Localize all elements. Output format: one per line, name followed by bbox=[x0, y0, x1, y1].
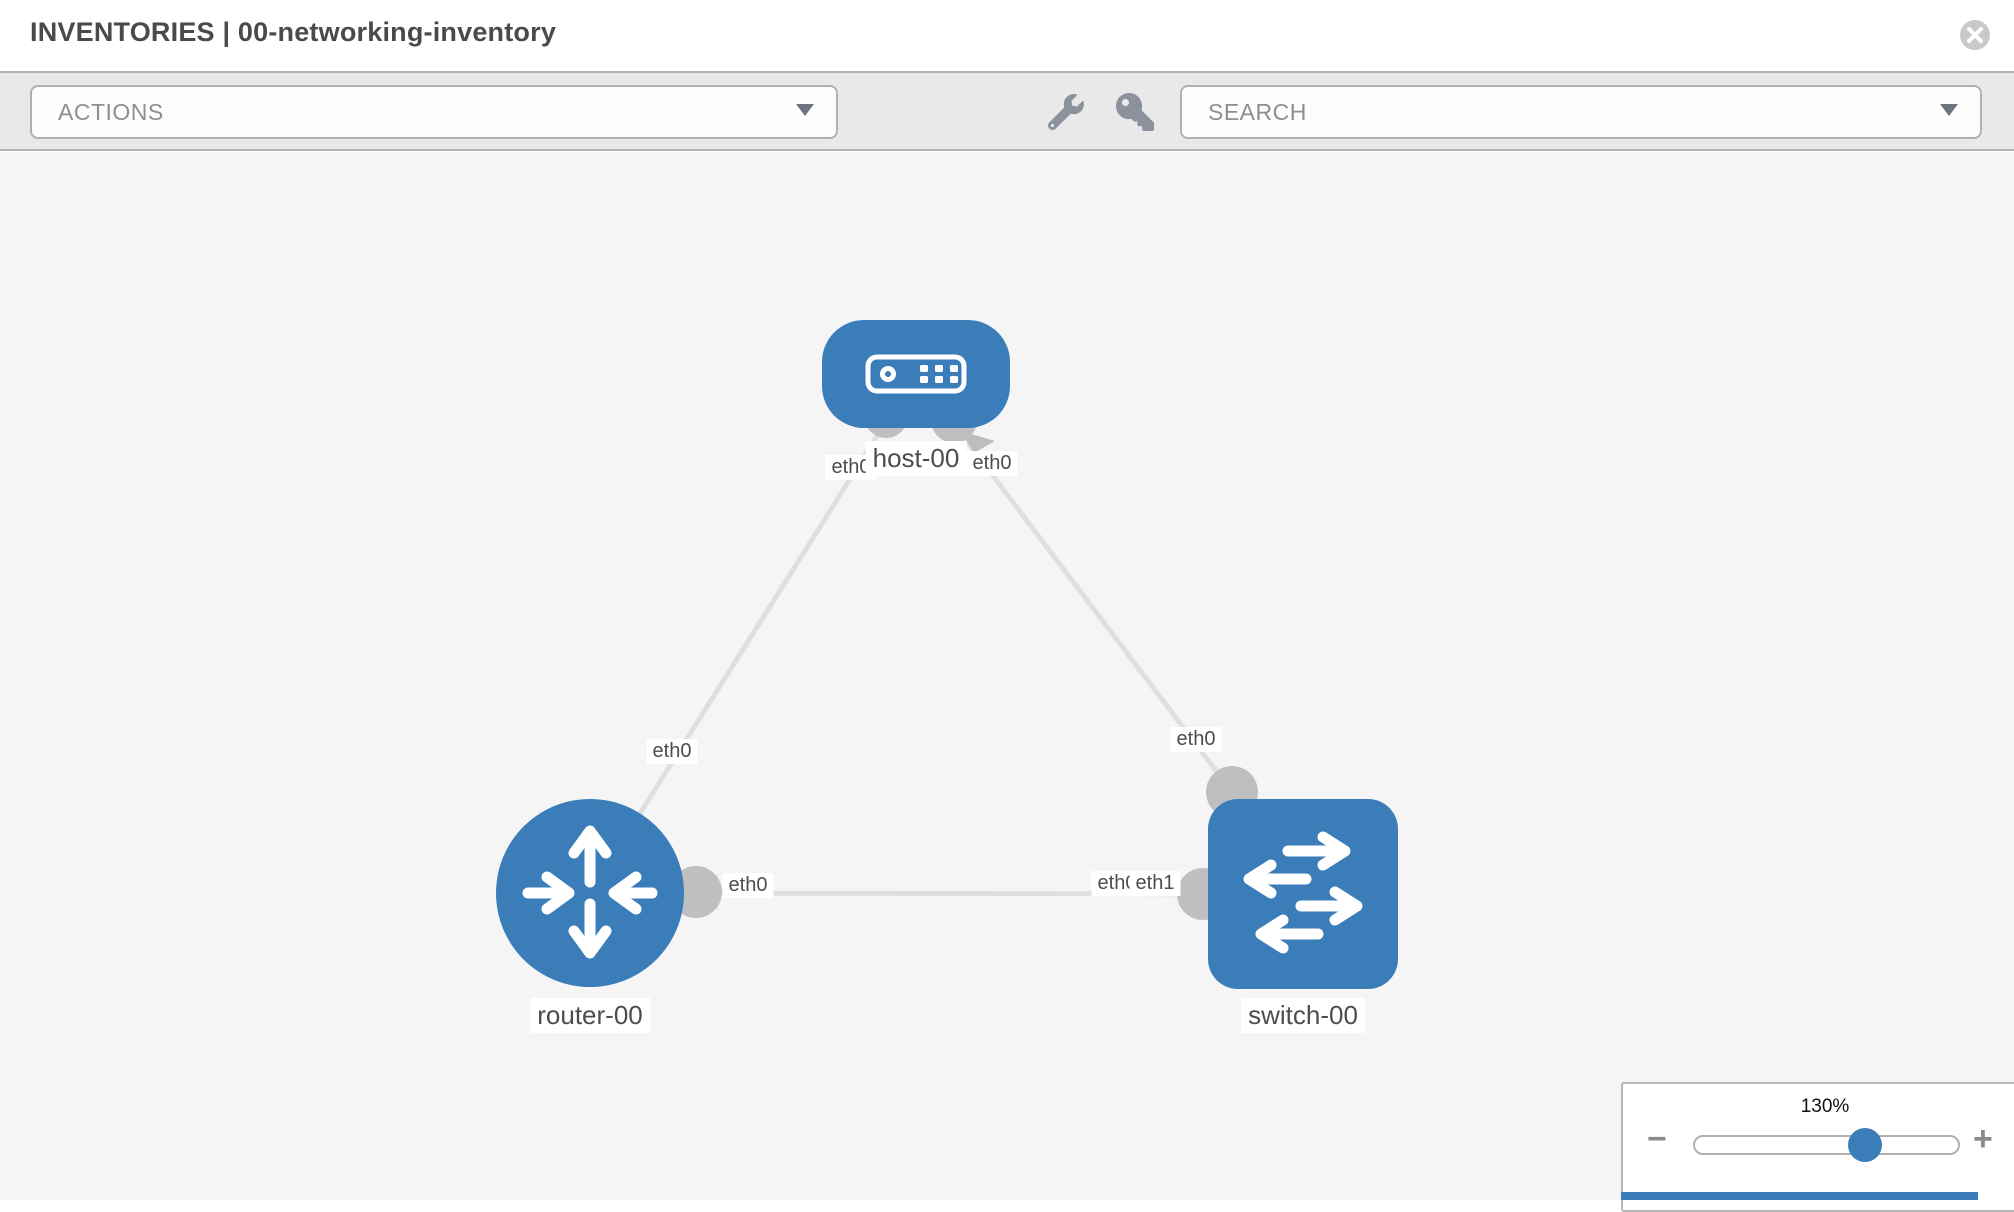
interface-label: eth0 bbox=[722, 873, 774, 898]
chevron-down-icon bbox=[796, 104, 814, 116]
close-icon bbox=[1967, 27, 1983, 43]
interface-label: eth0 bbox=[1170, 727, 1222, 752]
actions-dropdown[interactable]: ACTIONS bbox=[30, 85, 838, 139]
bottom-accent-bar bbox=[1621, 1192, 1978, 1200]
zoom-slider-handle[interactable] bbox=[1848, 1128, 1882, 1162]
node-host[interactable] bbox=[822, 320, 1010, 428]
zoom-slider-track[interactable] bbox=[1693, 1135, 1960, 1155]
tools-button[interactable] bbox=[1039, 85, 1093, 139]
zoom-panel: 130% − + bbox=[1621, 1082, 2014, 1212]
search-dropdown-label: SEARCH bbox=[1208, 99, 1307, 125]
node-switch[interactable] bbox=[1208, 799, 1398, 989]
actions-dropdown-label: ACTIONS bbox=[58, 99, 164, 125]
interface-label: eth0 bbox=[966, 451, 1018, 476]
close-button[interactable] bbox=[1960, 20, 1990, 50]
zoom-level-value: 130% bbox=[1800, 1096, 1850, 1117]
host-icon bbox=[865, 354, 967, 394]
router-icon bbox=[522, 825, 658, 959]
link-arrowhead bbox=[961, 431, 995, 453]
zoom-in-button[interactable]: + bbox=[1973, 1120, 1993, 1158]
topology-canvas[interactable]: eth0 eth0 eth0 eth0 eth0 eth0 eth1 host-… bbox=[0, 152, 2014, 1200]
wrench-icon bbox=[1048, 94, 1084, 130]
node-label-host: host-00 bbox=[865, 441, 967, 476]
credentials-button[interactable] bbox=[1108, 85, 1162, 139]
node-router[interactable] bbox=[496, 799, 684, 987]
key-icon bbox=[1116, 93, 1154, 131]
search-dropdown[interactable]: SEARCH bbox=[1180, 85, 1982, 139]
switch-icon bbox=[1243, 831, 1363, 954]
chevron-down-icon bbox=[1940, 104, 1958, 116]
page-title: INVENTORIES | 00-networking-inventory bbox=[30, 17, 557, 47]
interface-label: eth0 bbox=[646, 739, 698, 764]
toolbar: ACTIONS SEARCH bbox=[0, 71, 2014, 151]
header-bar: INVENTORIES | 00-networking-inventory bbox=[0, 0, 2014, 71]
node-label-switch: switch-00 bbox=[1241, 998, 1365, 1033]
node-label-router: router-00 bbox=[530, 998, 650, 1033]
interface-label: eth1 bbox=[1129, 871, 1181, 896]
zoom-out-button[interactable]: − bbox=[1647, 1120, 1667, 1158]
